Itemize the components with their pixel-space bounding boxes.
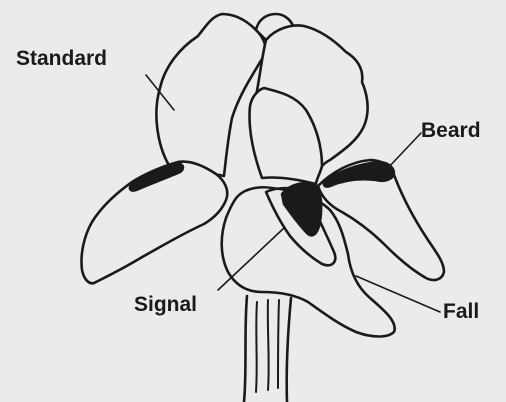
- leader-beard: [386, 133, 421, 170]
- label-standard: Standard: [16, 47, 107, 71]
- standard-left-petal: [156, 14, 266, 176]
- label-signal: Signal: [134, 293, 197, 317]
- stem: [244, 296, 291, 402]
- label-beard: Beard: [421, 119, 481, 143]
- label-fall: Fall: [443, 300, 479, 324]
